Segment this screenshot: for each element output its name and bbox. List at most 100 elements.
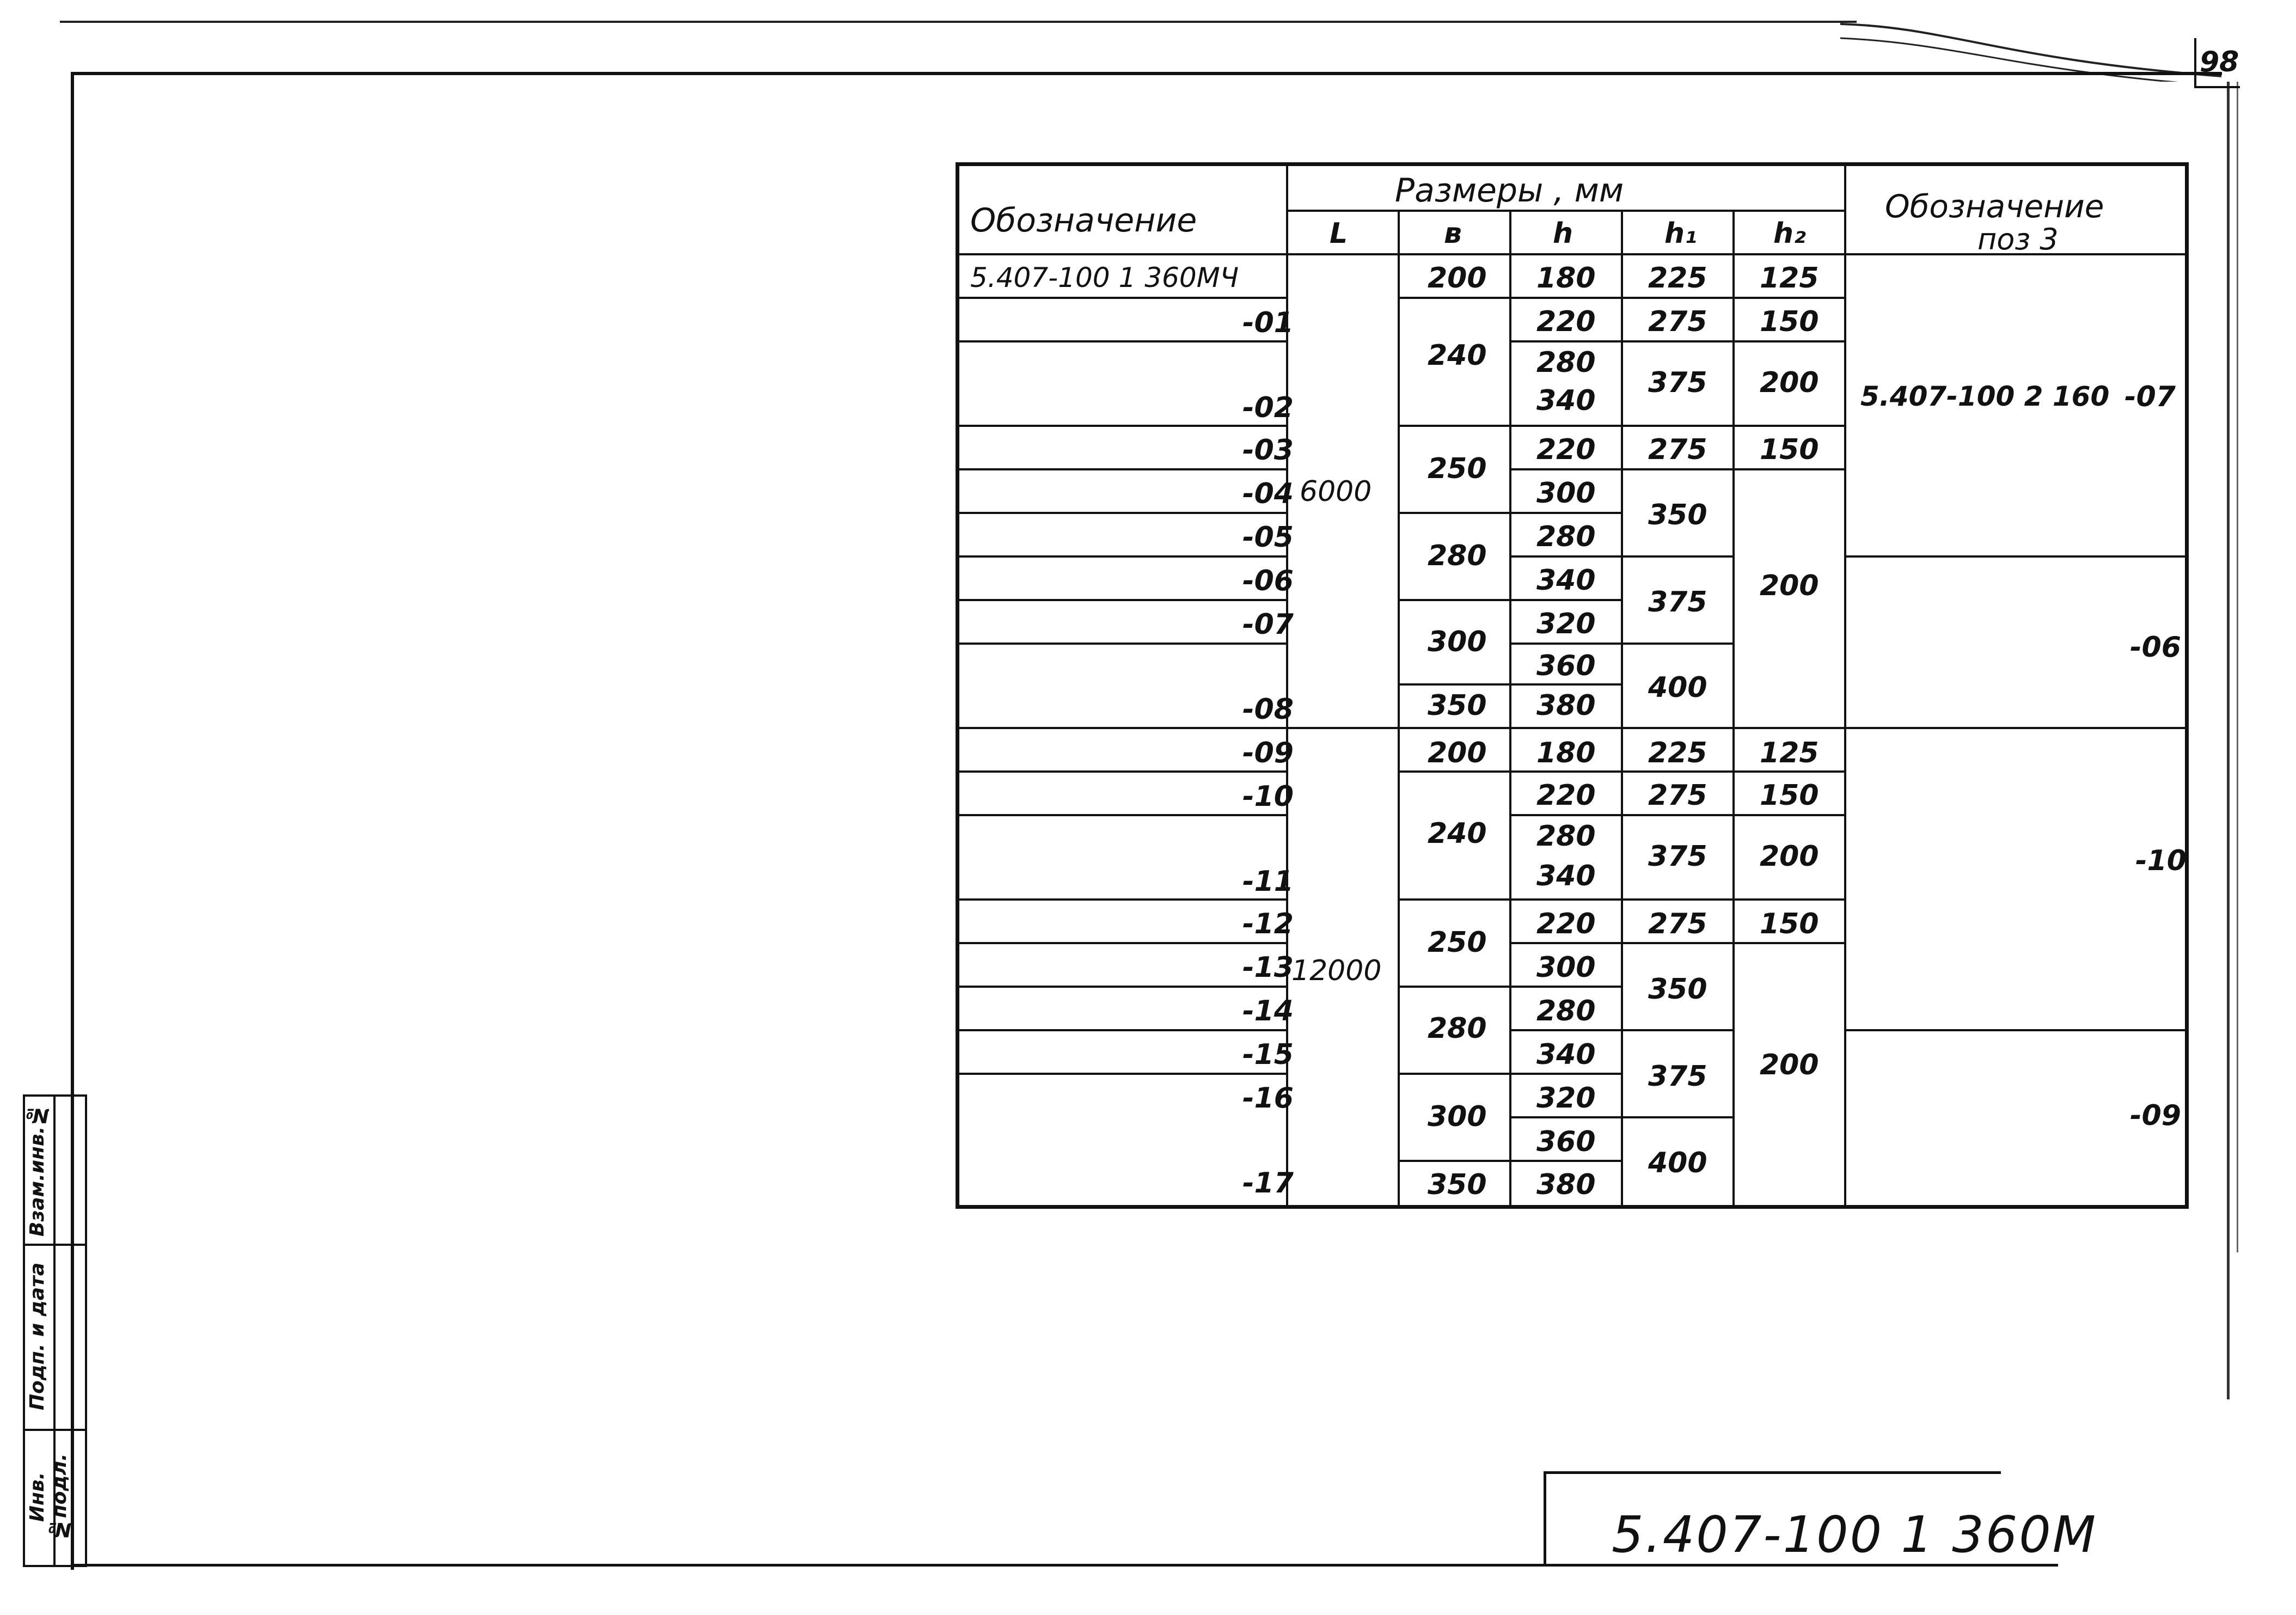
side-stamp: Инв.№подл. Подп. и дата Взам.инв.№: [23, 1094, 87, 1567]
h-line: [1509, 814, 1621, 816]
h1-value: 275: [1648, 779, 1707, 812]
header-h2: h₂: [1773, 217, 1806, 250]
designation: -03: [1242, 434, 1294, 467]
h2-value: 200: [1760, 570, 1819, 602]
side-stamp-label-sign: Подп. и дата: [26, 1262, 48, 1410]
h-line: [1509, 425, 1621, 427]
frame-right-edge-inner: [2237, 82, 2238, 1252]
h-value: 360: [1536, 650, 1596, 682]
col-line-h1: [1732, 210, 1735, 1205]
h1-value: 350: [1648, 499, 1707, 531]
h-line: [1509, 942, 1621, 944]
h-value: 320: [1536, 1082, 1596, 1115]
row-line: [959, 555, 1286, 558]
title-block-top-line: [1544, 1471, 2001, 1474]
h-line: [1509, 1160, 1621, 1162]
frame-right-edge: [2227, 82, 2230, 1399]
h-value: 300: [1536, 477, 1596, 510]
row-line: [959, 898, 1286, 901]
h2-value: 150: [1760, 433, 1819, 466]
designation: -09: [1242, 737, 1294, 769]
col-line-L: [1398, 210, 1400, 1205]
header-b: в: [1444, 217, 1462, 250]
b-value: 280: [1428, 1012, 1487, 1045]
h-line: [1509, 297, 1621, 299]
h-line: [1509, 898, 1621, 901]
h-value: 220: [1536, 779, 1596, 812]
h2-line: [1732, 814, 1844, 816]
header-L: L: [1330, 217, 1348, 250]
h2-line: [1732, 468, 1844, 470]
pos3-value: -07: [2124, 381, 2176, 413]
h2-line: [1732, 340, 1844, 342]
h-value: 340: [1536, 564, 1596, 597]
h-value: 180: [1536, 262, 1596, 295]
h1-line: [1621, 1029, 1732, 1031]
b-value: 240: [1428, 817, 1487, 850]
h-line: [1509, 599, 1621, 601]
b-line: [1398, 898, 1509, 901]
h1-value: 350: [1648, 973, 1707, 1006]
designation: -12: [1242, 908, 1294, 940]
b-value: 200: [1428, 737, 1487, 769]
pos3-line: [1844, 727, 2185, 729]
row-line: [959, 986, 1286, 988]
h2-value: 150: [1760, 779, 1819, 812]
designation-base: 5.407-100 1 360МЧ: [970, 262, 1239, 293]
h2-value: 125: [1760, 737, 1819, 769]
header-pos3-line1: Обозначение: [1885, 188, 2104, 225]
row-line: [959, 297, 1286, 299]
document-code: 5.407-100 1 360M: [1612, 1506, 2098, 1564]
h-value: 380: [1536, 689, 1596, 722]
h2-value: 200: [1760, 366, 1819, 399]
h-line: [1509, 468, 1621, 470]
L-value: 12000: [1291, 955, 1382, 987]
h-value: 220: [1536, 433, 1596, 466]
designation: -13: [1242, 951, 1294, 984]
h-value: 180: [1536, 737, 1596, 769]
h2-line: [1732, 942, 1844, 944]
h-line: [1509, 986, 1621, 988]
h1-line: [1621, 898, 1732, 901]
h-value: 300: [1536, 951, 1596, 984]
row-line: [959, 425, 1286, 427]
row-line: [959, 468, 1286, 470]
h1-line: [1621, 814, 1732, 816]
h2-value: 150: [1760, 908, 1819, 940]
h-value: 220: [1536, 908, 1596, 940]
h-value: 340: [1536, 384, 1596, 417]
h1-value: 375: [1648, 366, 1707, 399]
h2-line: [1732, 770, 1844, 773]
b-value: 240: [1428, 339, 1487, 372]
b-value: 280: [1428, 540, 1487, 572]
pos3-line: [1844, 1029, 2185, 1031]
h1-line: [1621, 340, 1732, 342]
row-line-group-split: [959, 727, 1844, 729]
L-value: 6000: [1300, 475, 1372, 508]
h1-line: [1621, 1116, 1732, 1118]
header-bottom-line: [959, 253, 2185, 255]
designation: -15: [1242, 1038, 1294, 1071]
row-line: [959, 814, 1286, 816]
h1-value: 375: [1648, 840, 1707, 873]
drawing-frame: [71, 72, 2222, 1570]
b-line: [1398, 512, 1509, 514]
header-subline: [1286, 210, 1844, 212]
row-line: [959, 340, 1286, 342]
h1-line: [1621, 770, 1732, 773]
title-block-left-line: [1544, 1471, 1546, 1564]
h-value: 380: [1536, 1169, 1596, 1201]
sheet-number-box: [2194, 38, 2240, 88]
h-line: [1509, 1116, 1621, 1118]
header-h: h: [1553, 217, 1573, 250]
b-value: 200: [1428, 262, 1487, 295]
h-value: 320: [1536, 608, 1596, 640]
designation: -08: [1242, 693, 1294, 726]
b-line: [1398, 599, 1509, 601]
row-line: [959, 643, 1286, 645]
h2-line: [1732, 297, 1844, 299]
designation: -06: [1242, 565, 1294, 597]
b-line: [1398, 1073, 1509, 1075]
h-value: 220: [1536, 305, 1596, 338]
h1-line: [1621, 297, 1732, 299]
